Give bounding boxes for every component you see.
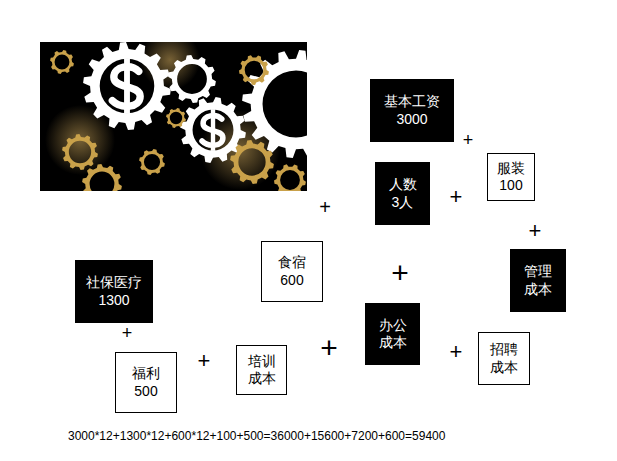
light-cost-box: 福利500 [115,352,177,413]
dark-cost-box: 管理成本 [510,249,566,312]
gear [83,42,171,130]
dark-cost-box: 社保医疗1300 [75,260,153,323]
formula-note: 3000*12+1300*12+600*12+100+500=36000+156… [68,430,445,442]
gear [168,55,216,103]
gear [230,140,274,184]
gear [139,149,165,175]
plus-sign: + [122,324,133,342]
dark-cost-box: 人数3人 [375,162,430,225]
light-cost-box: 食宿600 [261,241,323,302]
cost-value: 100 [499,177,522,195]
cost-name: 福利 [132,365,160,383]
dark-cost-box: 基本工资3000 [370,79,454,142]
gear [62,134,98,170]
gear [239,55,269,85]
cost-name: 食宿 [278,254,306,272]
gear [82,164,122,191]
plus-sign: + [319,197,331,217]
cost-value: 3人 [392,194,414,212]
cost-name: 管理成本 [524,263,552,298]
cost-value: 600 [280,272,303,290]
plus-sign: + [529,220,542,242]
cost-value: 3000 [396,111,427,129]
dollar-symbol [202,109,223,151]
cost-name: 办公成本 [379,317,407,352]
light-cost-box: 服装100 [487,153,535,201]
gear [166,108,186,128]
cost-name: 社保医疗 [86,274,142,292]
cost-name: 人数 [389,176,417,194]
plus-sign: + [320,333,338,363]
dark-cost-box: 办公成本 [365,303,420,365]
gear [50,50,74,74]
cost-name: 培训成本 [248,353,276,388]
cost-name: 招聘成本 [490,341,518,376]
dollar-symbol [112,58,140,114]
cost-name: 基本工资 [384,93,440,111]
cost-value: 1300 [98,292,129,310]
plus-sign: + [198,350,211,372]
plus-sign: + [450,341,463,363]
light-cost-box: 招聘成本 [478,332,530,385]
cost-name: 服装 [497,160,525,178]
plus-sign: + [391,258,409,288]
cost-value: 500 [134,383,157,401]
light-cost-box: 培训成本 [236,345,287,395]
plus-sign: + [450,186,463,208]
gear [274,164,306,191]
plus-sign: + [463,131,474,149]
